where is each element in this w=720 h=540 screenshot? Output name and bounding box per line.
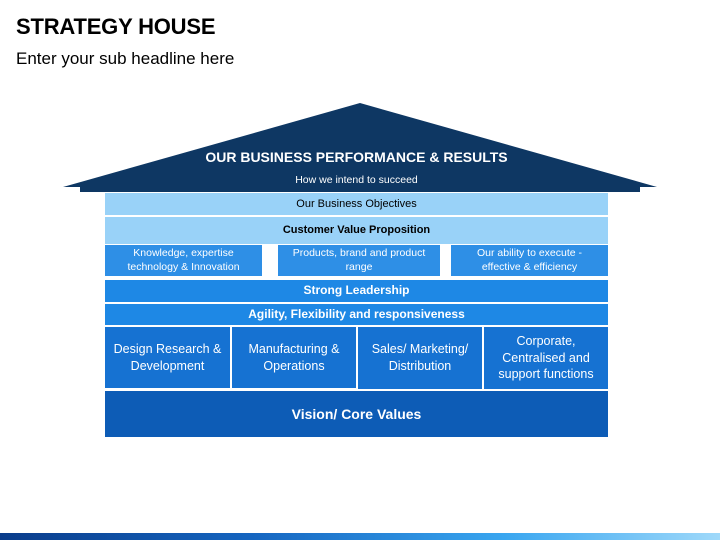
roof-title: OUR BUSINESS PERFORMANCE & RESULTS bbox=[205, 149, 508, 165]
page-subtitle: Enter your sub headline here bbox=[16, 49, 235, 68]
pillar-manufacturing: Manufacturing & Operations bbox=[232, 327, 356, 388]
pillar-sales: Sales/ Marketing/ Distribution bbox=[358, 327, 482, 389]
page-title: STRATEGY HOUSE bbox=[16, 14, 216, 39]
value-proposition-bar: Customer Value Proposition bbox=[105, 217, 608, 244]
value-item: Knowledge, expertise technology & Innova… bbox=[105, 245, 262, 276]
leadership-bar: Strong Leadership bbox=[105, 280, 608, 302]
pillar-corporate: Corporate, Centralised and support funct… bbox=[484, 327, 608, 389]
roof-shape bbox=[63, 103, 657, 187]
value-item: Products, brand and product range bbox=[278, 245, 440, 276]
value-item: Our ability to execute - effective & eff… bbox=[451, 245, 608, 276]
roof-eave bbox=[80, 185, 640, 192]
objectives-bar: Our Business Objectives bbox=[105, 193, 608, 215]
footer-strip bbox=[0, 533, 720, 540]
agility-bar: Agility, Flexibility and responsiveness bbox=[105, 304, 608, 325]
roof-subtitle: How we intend to succeed bbox=[295, 174, 418, 186]
foundation-bar: Vision/ Core Values bbox=[105, 391, 608, 437]
pillar-design: Design Research & Development bbox=[105, 327, 230, 388]
